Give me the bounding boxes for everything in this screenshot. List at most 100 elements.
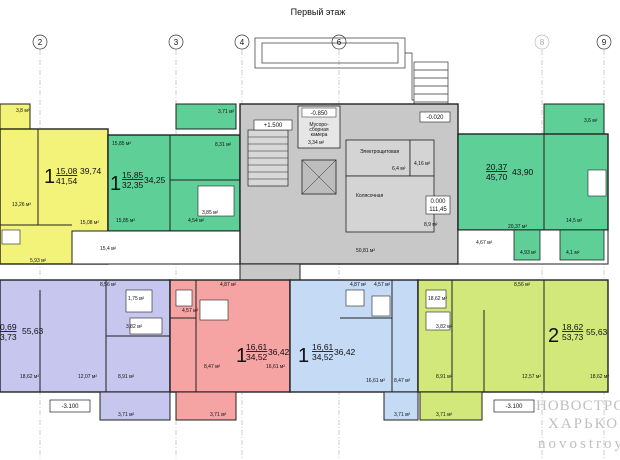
apt-bottom-pink-living: 16,61	[246, 342, 268, 352]
svg-text:16,61 м²: 16,61 м²	[266, 364, 285, 370]
apt-top-right-living: 20,37	[486, 162, 508, 172]
svg-text:2: 2	[38, 38, 43, 47]
svg-text:16,61 м²: 16,61 м²	[366, 378, 385, 384]
apt-bottom-left-total: 55,63	[22, 326, 44, 336]
svg-text:6,4 м²: 6,4 м²	[392, 166, 406, 172]
apartment-bottom-blue: 4,87 м² 4,57 м² 16,61 м² 8,47 м² 3,71 м²…	[289, 279, 419, 421]
svg-text:4,54 м²: 4,54 м²	[188, 218, 205, 224]
apartment-bottom-pink: 4,87 м² 4,57 м² 8,47 м² 16,61 м² 3,71 м²…	[169, 279, 291, 421]
svg-text:15,08 м²: 15,08 м²	[80, 220, 99, 226]
electrical-room-label: Электрощитовая	[360, 149, 400, 155]
svg-text:20,37 м²: 20,37 м²	[508, 224, 527, 230]
apt-bottom-left-kitchen: 3,73	[0, 332, 17, 342]
apt-bottom-right-total: 55,63	[586, 327, 608, 337]
svg-text:12,57 м²: 12,57 м²	[522, 374, 541, 380]
apt-top-left-living: 15,08	[56, 166, 78, 176]
apt-top-left-rooms: 1	[44, 166, 55, 188]
axis-marker-8: 8	[534, 34, 550, 50]
axis-marker-2: 2	[32, 34, 48, 50]
level-hall: 0.000	[430, 199, 446, 205]
svg-text:3,82 м²: 3,82 м²	[436, 324, 453, 330]
apt-bottom-pink-rooms: 1	[236, 345, 247, 367]
level-pit-left: -3.100	[61, 404, 79, 410]
apt-top-mid-left-living: 15,85	[122, 170, 144, 180]
svg-text:18,62 м²: 18,62 м²	[20, 374, 39, 380]
svg-text:1,75 м²: 1,75 м²	[128, 296, 145, 302]
axis-marker-3: 3	[168, 34, 184, 50]
svg-text:8,91 м²: 8,91 м²	[436, 374, 453, 380]
svg-text:5,93 м²: 5,93 м²	[30, 258, 47, 264]
apt-bottom-right-kitchen: 53,73	[562, 332, 584, 342]
plan-title: Первый этаж	[291, 7, 346, 17]
svg-text:12,07 м²: 12,07 м²	[78, 374, 97, 380]
apt-top-left-total: 39,74	[80, 166, 102, 176]
svg-text:3,82 м²: 3,82 м²	[126, 324, 143, 330]
hall-area: 111,45	[429, 207, 447, 213]
apt-top-right-kitchen: 45,70	[486, 172, 508, 182]
svg-text:3,71 м²: 3,71 м²	[210, 412, 227, 418]
apt-top-mid-left-total: 34,25	[144, 175, 166, 185]
svg-text:13,26 м²: 13,26 м²	[12, 202, 31, 208]
svg-text:3,8 м²: 3,8 м²	[16, 108, 30, 114]
level-stair-mid: -0.850	[310, 111, 328, 117]
svg-text:3: 3	[174, 38, 179, 47]
svg-text:15,4 м²: 15,4 м²	[100, 246, 117, 252]
apt-bottom-blue-rooms: 1	[298, 345, 309, 367]
svg-text:4,57 м²: 4,57 м²	[374, 282, 391, 288]
apt-bottom-blue-living: 16,61	[312, 342, 334, 352]
svg-text:НОВОСТРОЙ: НОВОСТРОЙ	[536, 397, 620, 414]
apt-bottom-blue-kitchen: 34,52	[312, 352, 334, 362]
svg-text:4,87 м²: 4,87 м²	[350, 282, 367, 288]
svg-text:4,67 м²: 4,67 м²	[476, 240, 493, 246]
svg-text:4,57 м²: 4,57 м²	[182, 308, 199, 314]
corridor-left	[71, 230, 241, 265]
apt-bottom-pink-total: 36,42	[268, 347, 290, 357]
level-stair-top: +1.500	[264, 123, 283, 129]
svg-text:3,71 м²: 3,71 м²	[118, 412, 135, 418]
svg-text:15,85 м²: 15,85 м²	[116, 218, 135, 224]
apt-top-mid-left-rooms: 1	[110, 173, 121, 195]
level-pit-right: -3.100	[505, 404, 523, 410]
svg-text:4: 4	[240, 38, 245, 47]
apartment-top-mid-left: 3,71 м² 15,85 м² 8,31 м² 3,85 м² 4,54 м²…	[107, 103, 241, 232]
apt-bottom-right-rooms: 2	[548, 325, 559, 347]
svg-text:18,62 м²: 18,62 м²	[590, 374, 609, 380]
svg-text:8,9 м²: 8,9 м²	[424, 222, 438, 228]
apt-bottom-pink-kitchen: 34,52	[246, 352, 268, 362]
apt-bottom-blue-total: 36,42	[334, 347, 356, 357]
svg-text:8,47 м²: 8,47 м²	[204, 364, 221, 370]
svg-text:3,34 м²: 3,34 м²	[308, 140, 325, 146]
apt-top-right-total: 43,90	[512, 167, 534, 177]
axis-marker-9: 9	[596, 34, 612, 50]
svg-text:4,16 м²: 4,16 м²	[414, 161, 431, 167]
svg-text:8,56 м²: 8,56 м²	[514, 282, 531, 288]
axis-marker-4: 4	[234, 34, 250, 50]
level-entrance: -0.020	[426, 115, 444, 121]
svg-text:novostroy: novostroy	[538, 436, 620, 452]
apt-bottom-right-living: 18,62	[562, 322, 584, 332]
apartment-bottom-left: 8,56 м² 1,75 м² 3,82 м² 12,07 м² 8,91 м²…	[0, 279, 171, 421]
svg-text:4,93 м²: 4,93 м²	[520, 250, 537, 256]
svg-text:9: 9	[602, 38, 607, 47]
svg-text:18,62 м²: 18,62 м²	[428, 296, 447, 302]
axis-marker-6: 6	[331, 34, 347, 50]
svg-text:8: 8	[540, 38, 545, 47]
svg-text:8,47 м²: 8,47 м²	[394, 378, 411, 384]
corridor-area: 50,81 м²	[356, 248, 375, 254]
svg-text:4,1 м²: 4,1 м²	[566, 250, 580, 256]
svg-text:3,71 м²: 3,71 м²	[436, 412, 453, 418]
svg-text:3,6 м²: 3,6 м²	[584, 118, 598, 124]
svg-text:8,56 м²: 8,56 м²	[100, 282, 117, 288]
svg-text:6: 6	[337, 38, 342, 47]
entrance-ramp	[254, 37, 449, 111]
watermark: НОВОСТРОЙ ХАРЬКОВ novostroy	[536, 397, 620, 452]
apt-top-mid-left-kitchen: 32,35	[122, 180, 144, 190]
svg-text:8,31 м²: 8,31 м²	[215, 142, 232, 148]
svg-text:3,85 м²: 3,85 м²	[202, 210, 219, 216]
svg-text:3,71 м²: 3,71 м²	[394, 412, 411, 418]
svg-text:3,71 м²: 3,71 м²	[218, 109, 235, 115]
stroller-room-label: Колясочная	[356, 193, 384, 199]
